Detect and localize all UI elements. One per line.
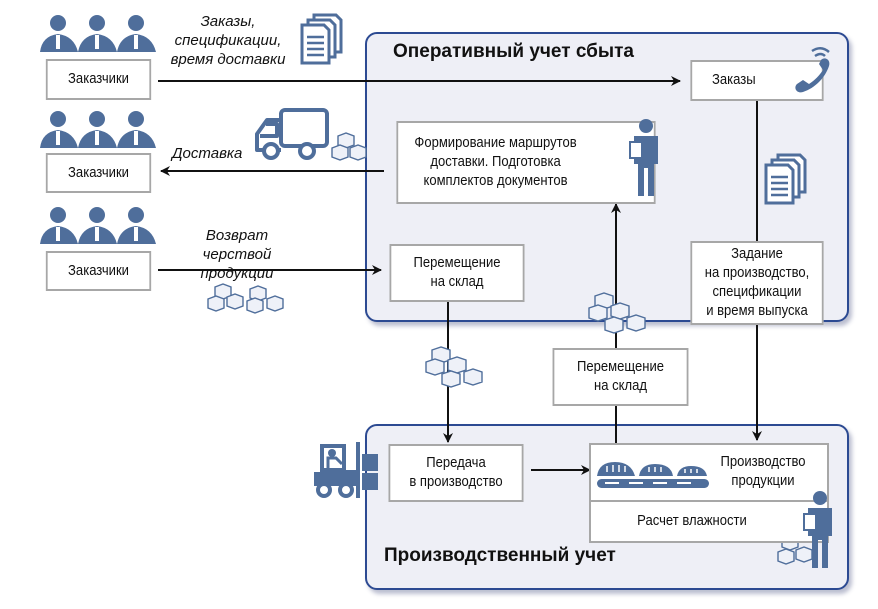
production-accounting-title: Производственный учет <box>384 545 616 566</box>
humidity-calculation-box: Расчет влажности <box>637 512 747 529</box>
customers-box-2: Заказчики <box>45 153 152 193</box>
people-group-icon <box>40 111 156 148</box>
production-task-box: Задание на производство, спецификации и … <box>690 241 824 325</box>
boxes-icon <box>425 346 483 388</box>
orders-flow-label: Заказы, спецификации, время доставки <box>170 13 286 68</box>
truck-icon <box>255 108 329 160</box>
boxes-icon <box>207 283 284 314</box>
documents-icon <box>300 13 343 65</box>
boxes-icon <box>331 132 367 161</box>
people-group-icon <box>40 15 156 52</box>
warehouse-move-box-1: Перемещение на склад <box>389 244 525 302</box>
documents-icon <box>764 153 807 205</box>
sales-accounting-title: Оперативный учет сбыта <box>393 41 634 62</box>
manufacturing-box: Производство продукции <box>720 454 806 489</box>
delivery-routes-box: Формирование маршрутов доставки. Подгото… <box>396 121 656 204</box>
forklift-icon <box>314 442 378 498</box>
manufacturing-divider <box>591 500 827 502</box>
warehouse-move-box-2: Перемещение на склад <box>552 348 689 406</box>
customers-box-3: Заказчики <box>45 251 152 291</box>
transfer-to-production-box: Передача в производство <box>388 444 524 502</box>
worker-icon <box>629 119 658 196</box>
manufacturing-group <box>589 443 829 543</box>
customers-box-1: Заказчики <box>45 59 152 100</box>
boxes-icon <box>588 292 646 334</box>
orders-box: Заказы <box>690 60 824 101</box>
people-group-icon <box>40 207 156 244</box>
returns-flow-label: Возврат черствой продукции <box>200 227 274 282</box>
worker-icon <box>803 491 832 568</box>
bread-conveyor-icon <box>597 462 709 488</box>
phone-icon <box>795 47 830 93</box>
delivery-flow-label: Доставка <box>172 145 243 162</box>
